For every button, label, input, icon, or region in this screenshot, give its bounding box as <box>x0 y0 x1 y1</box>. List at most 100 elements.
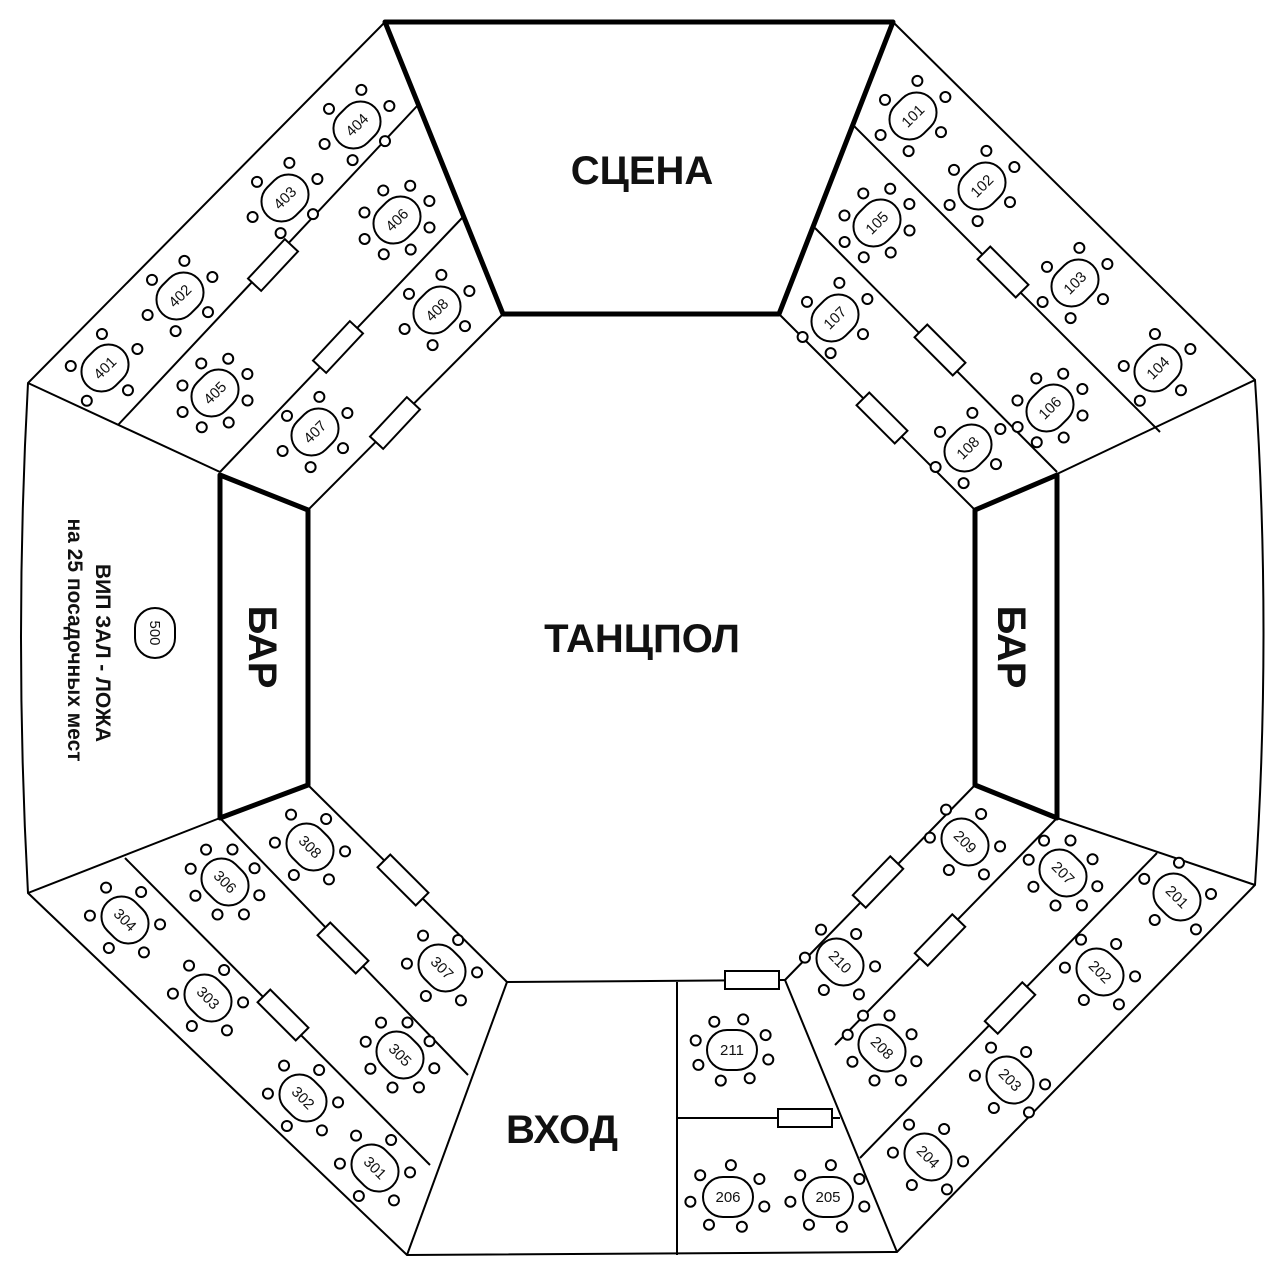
table-connector <box>256 988 310 1042</box>
chair <box>874 128 887 141</box>
chair <box>100 881 113 894</box>
table-104[interactable]: 104 <box>1107 317 1213 423</box>
bar-left-label: БАР <box>240 606 284 689</box>
table-102[interactable]: 102 <box>927 131 1037 241</box>
table-402[interactable]: 402 <box>125 241 235 351</box>
table-206[interactable]: 206 <box>684 1159 771 1233</box>
chair <box>1205 887 1218 900</box>
chair <box>423 221 436 234</box>
chair <box>743 1072 756 1085</box>
chair <box>253 889 266 902</box>
chair <box>383 100 396 113</box>
chair <box>379 135 392 148</box>
chair <box>869 960 882 973</box>
chair <box>968 1069 981 1082</box>
table-connector <box>777 1108 833 1128</box>
table-308[interactable]: 308 <box>255 792 365 902</box>
table-shape <box>940 817 990 867</box>
table-307[interactable]: 307 <box>387 913 497 1023</box>
chair <box>1036 295 1049 308</box>
chair <box>796 330 809 343</box>
table-208[interactable]: 208 <box>828 994 937 1103</box>
table-407[interactable]: 407 <box>260 377 370 487</box>
table-401[interactable]: 401 <box>54 317 160 423</box>
chair <box>176 405 189 418</box>
chair <box>250 175 263 188</box>
table-205[interactable]: 205 <box>784 1159 871 1233</box>
chair <box>784 1195 797 1208</box>
chair <box>905 1179 918 1192</box>
table-shape <box>706 1029 758 1071</box>
chair <box>868 1074 881 1087</box>
table-107[interactable]: 107 <box>780 263 890 373</box>
chair <box>943 198 956 211</box>
table-306[interactable]: 306 <box>171 828 280 937</box>
table-202[interactable]: 202 <box>1045 917 1155 1027</box>
chair <box>404 1166 417 1179</box>
chair <box>220 1024 233 1037</box>
chair <box>947 163 960 176</box>
chair <box>145 273 158 286</box>
chair <box>689 1034 702 1047</box>
chair <box>141 308 154 321</box>
table-209[interactable]: 209 <box>910 787 1020 897</box>
table-207[interactable]: 207 <box>1009 819 1118 928</box>
table-305[interactable]: 305 <box>346 1001 455 1110</box>
chair <box>841 1028 854 1041</box>
table-105[interactable]: 105 <box>823 169 932 278</box>
table-211[interactable]: 211 <box>689 1013 775 1087</box>
table-500[interactable]: 500 <box>134 607 176 659</box>
table-shape <box>278 1073 328 1123</box>
chair <box>1064 834 1077 847</box>
chair <box>758 1200 771 1213</box>
chair <box>459 320 472 333</box>
chair <box>694 1169 707 1182</box>
table-101[interactable]: 101 <box>858 61 968 171</box>
chair <box>206 271 219 284</box>
chair <box>1129 970 1142 983</box>
table-connector <box>983 980 1037 1036</box>
table-204[interactable]: 204 <box>873 1102 983 1212</box>
chair <box>903 224 916 237</box>
table-408[interactable]: 408 <box>382 255 492 365</box>
table-405[interactable]: 405 <box>161 339 270 448</box>
table-203[interactable]: 203 <box>955 1025 1065 1135</box>
table-210[interactable]: 210 <box>785 907 895 1017</box>
chair <box>1058 961 1071 974</box>
chair <box>846 1055 859 1068</box>
chair <box>387 1194 400 1207</box>
table-304[interactable]: 304 <box>70 865 180 975</box>
table-108[interactable]: 108 <box>913 393 1023 503</box>
chair <box>1086 853 1099 866</box>
table-301[interactable]: 301 <box>320 1113 430 1223</box>
table-303[interactable]: 303 <box>153 943 263 1053</box>
chair <box>276 444 289 457</box>
chair <box>794 1169 807 1182</box>
table-shape <box>260 173 310 223</box>
table-406[interactable]: 406 <box>343 166 452 275</box>
table-201[interactable]: 201 <box>1122 846 1228 952</box>
chair <box>287 869 300 882</box>
table-shape <box>190 368 240 418</box>
table-shape <box>80 343 130 393</box>
chair <box>835 1220 848 1233</box>
table-shape <box>290 407 340 457</box>
chair <box>1097 293 1110 306</box>
chair <box>358 206 371 219</box>
chair <box>815 923 828 936</box>
chair <box>426 339 439 352</box>
chair <box>852 988 865 1001</box>
chair <box>929 460 942 473</box>
chair <box>935 126 948 139</box>
table-106[interactable]: 106 <box>996 354 1105 463</box>
table-404[interactable]: 404 <box>302 70 412 180</box>
chair <box>903 1118 916 1131</box>
chair <box>817 984 830 997</box>
chair <box>352 1190 365 1203</box>
table-103[interactable]: 103 <box>1020 228 1130 338</box>
table-403[interactable]: 403 <box>230 143 340 253</box>
table-302[interactable]: 302 <box>248 1043 358 1153</box>
chair <box>386 1081 399 1094</box>
table-connector <box>368 395 422 451</box>
chair <box>940 803 953 816</box>
